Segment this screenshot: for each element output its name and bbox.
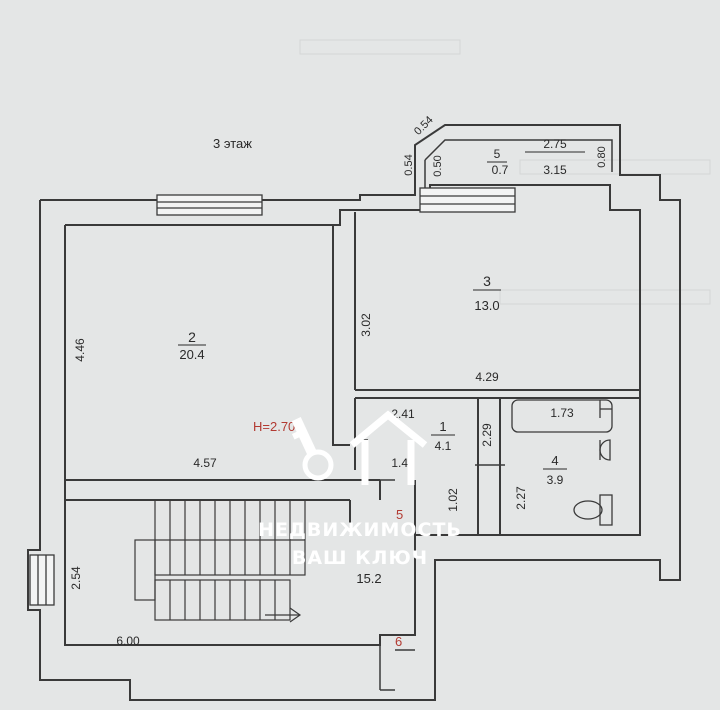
dim-2-75: 2.75: [543, 137, 567, 151]
room-5-number: 5: [494, 147, 501, 161]
dim-4-29: 4.29: [475, 370, 499, 384]
window-room-2: [156, 194, 263, 216]
staircase: [134, 499, 306, 623]
bathtub: [511, 399, 613, 433]
floor-label: 3 этаж: [213, 136, 252, 151]
toilet-tank: [599, 494, 613, 526]
room-3-number: 3: [483, 273, 491, 289]
dim-3-02: 3.02: [359, 313, 373, 337]
room-3-area: 13.0: [474, 298, 499, 313]
room-2-area: 20.4: [179, 347, 204, 362]
windows: [29, 187, 516, 606]
marker-6: 6: [395, 634, 402, 649]
dim-0-50: 0.50: [432, 155, 444, 176]
watermark-line-1: НЕДВИЖИМОСТЬ: [258, 519, 462, 541]
key-icon: [291, 417, 334, 481]
room-4-number: 4: [551, 453, 558, 468]
dim-1-73: 1.73: [550, 406, 574, 420]
interior-walls: [65, 212, 640, 536]
room-2-number: 2: [188, 329, 196, 345]
dim-0-54-vertical: 0.54: [403, 154, 415, 175]
balcony: [424, 139, 613, 190]
dim-6-00: 6.00: [116, 634, 140, 648]
room-1-number: 1: [439, 419, 446, 434]
room-1-area: 4.1: [435, 439, 452, 453]
bathroom-fixtures: [511, 399, 613, 526]
watermark-logo: [291, 410, 428, 485]
marker-5: 5: [396, 507, 403, 522]
dim-0-80: 0.80: [596, 146, 608, 167]
background-ghost-marks: [299, 39, 711, 305]
dim-2-41: 2.41: [391, 407, 415, 421]
dim-2-54: 2.54: [69, 566, 83, 590]
dim-4-57: 4.57: [193, 456, 217, 470]
dim-3-15: 3.15: [543, 163, 567, 177]
stairwell-area: 15.2: [356, 571, 381, 586]
toilet-bowl: [573, 500, 603, 520]
house-icon: [349, 410, 428, 485]
height-label: Н=2.70: [253, 419, 295, 434]
window-stairwell: [29, 554, 55, 606]
room-5-area: 0.7: [492, 163, 509, 177]
dim-2-29: 2.29: [480, 423, 494, 447]
room-4-area: 3.9: [547, 473, 564, 487]
dim-4-46: 4.46: [73, 338, 87, 362]
dim-2-27: 2.27: [514, 486, 528, 510]
dim-1-02: 1.02: [446, 488, 460, 512]
doors: [355, 439, 505, 691]
window-room-3: [419, 187, 516, 213]
sink: [599, 439, 611, 461]
watermark-line-2: ВАШ КЛЮЧ: [292, 547, 428, 569]
